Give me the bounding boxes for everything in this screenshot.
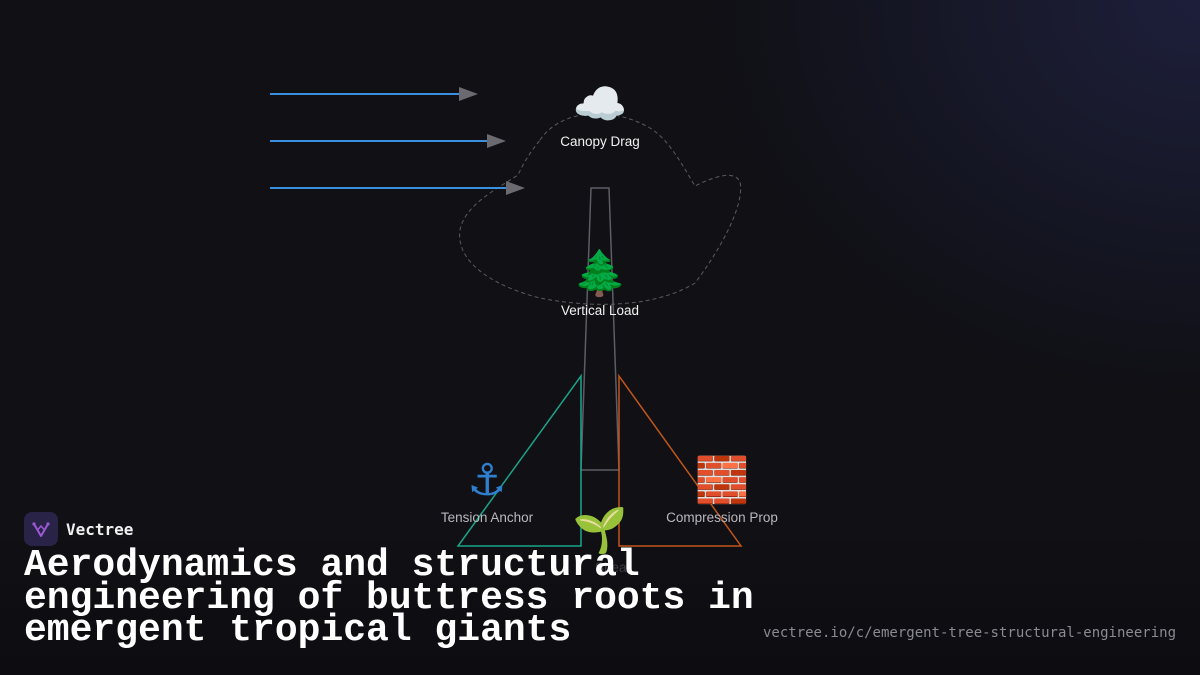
shear-label: Shear [594, 560, 632, 575]
evergreen-tree-icon: 🌲 [572, 248, 628, 299]
tension-anchor-label: Tension Anchor [440, 510, 534, 525]
wind-arrows [270, 87, 525, 195]
compression-buttress [618, 373, 743, 547]
cloud-icon: ☁️ [572, 79, 628, 130]
vertical-load-label: Vertical Load [560, 303, 640, 318]
node-vertical-load: 🌲 Vertical Load [560, 248, 640, 319]
page-title: Aerodynamics and structural engineering … [24, 544, 754, 652]
node-shear: 🌱 Shear [569, 505, 632, 576]
node-tension-anchor: ⚓ Tension Anchor [440, 455, 534, 526]
trunk-outline [580, 187, 620, 471]
brand-name: Vectree [66, 519, 134, 539]
node-compression-prop: 🧱 Compression Prop [666, 455, 778, 526]
vectree-logo-icon [24, 512, 58, 546]
brick-icon: 🧱 [694, 455, 750, 506]
node-canopy-drag: ☁️ Canopy Drag [560, 79, 640, 150]
page-url[interactable]: vectree.io/c/emergent-tree-structural-en… [762, 625, 1176, 641]
brand: Vectree [24, 512, 133, 546]
anchor-icon: ⚓ [467, 455, 507, 506]
seedling-icon: 🌱 [572, 505, 628, 556]
canopy-drag-label: Canopy Drag [560, 134, 640, 149]
tension-buttress [456, 373, 582, 547]
compression-prop-label: Compression Prop [666, 510, 778, 525]
canopy-outline [459, 113, 742, 305]
